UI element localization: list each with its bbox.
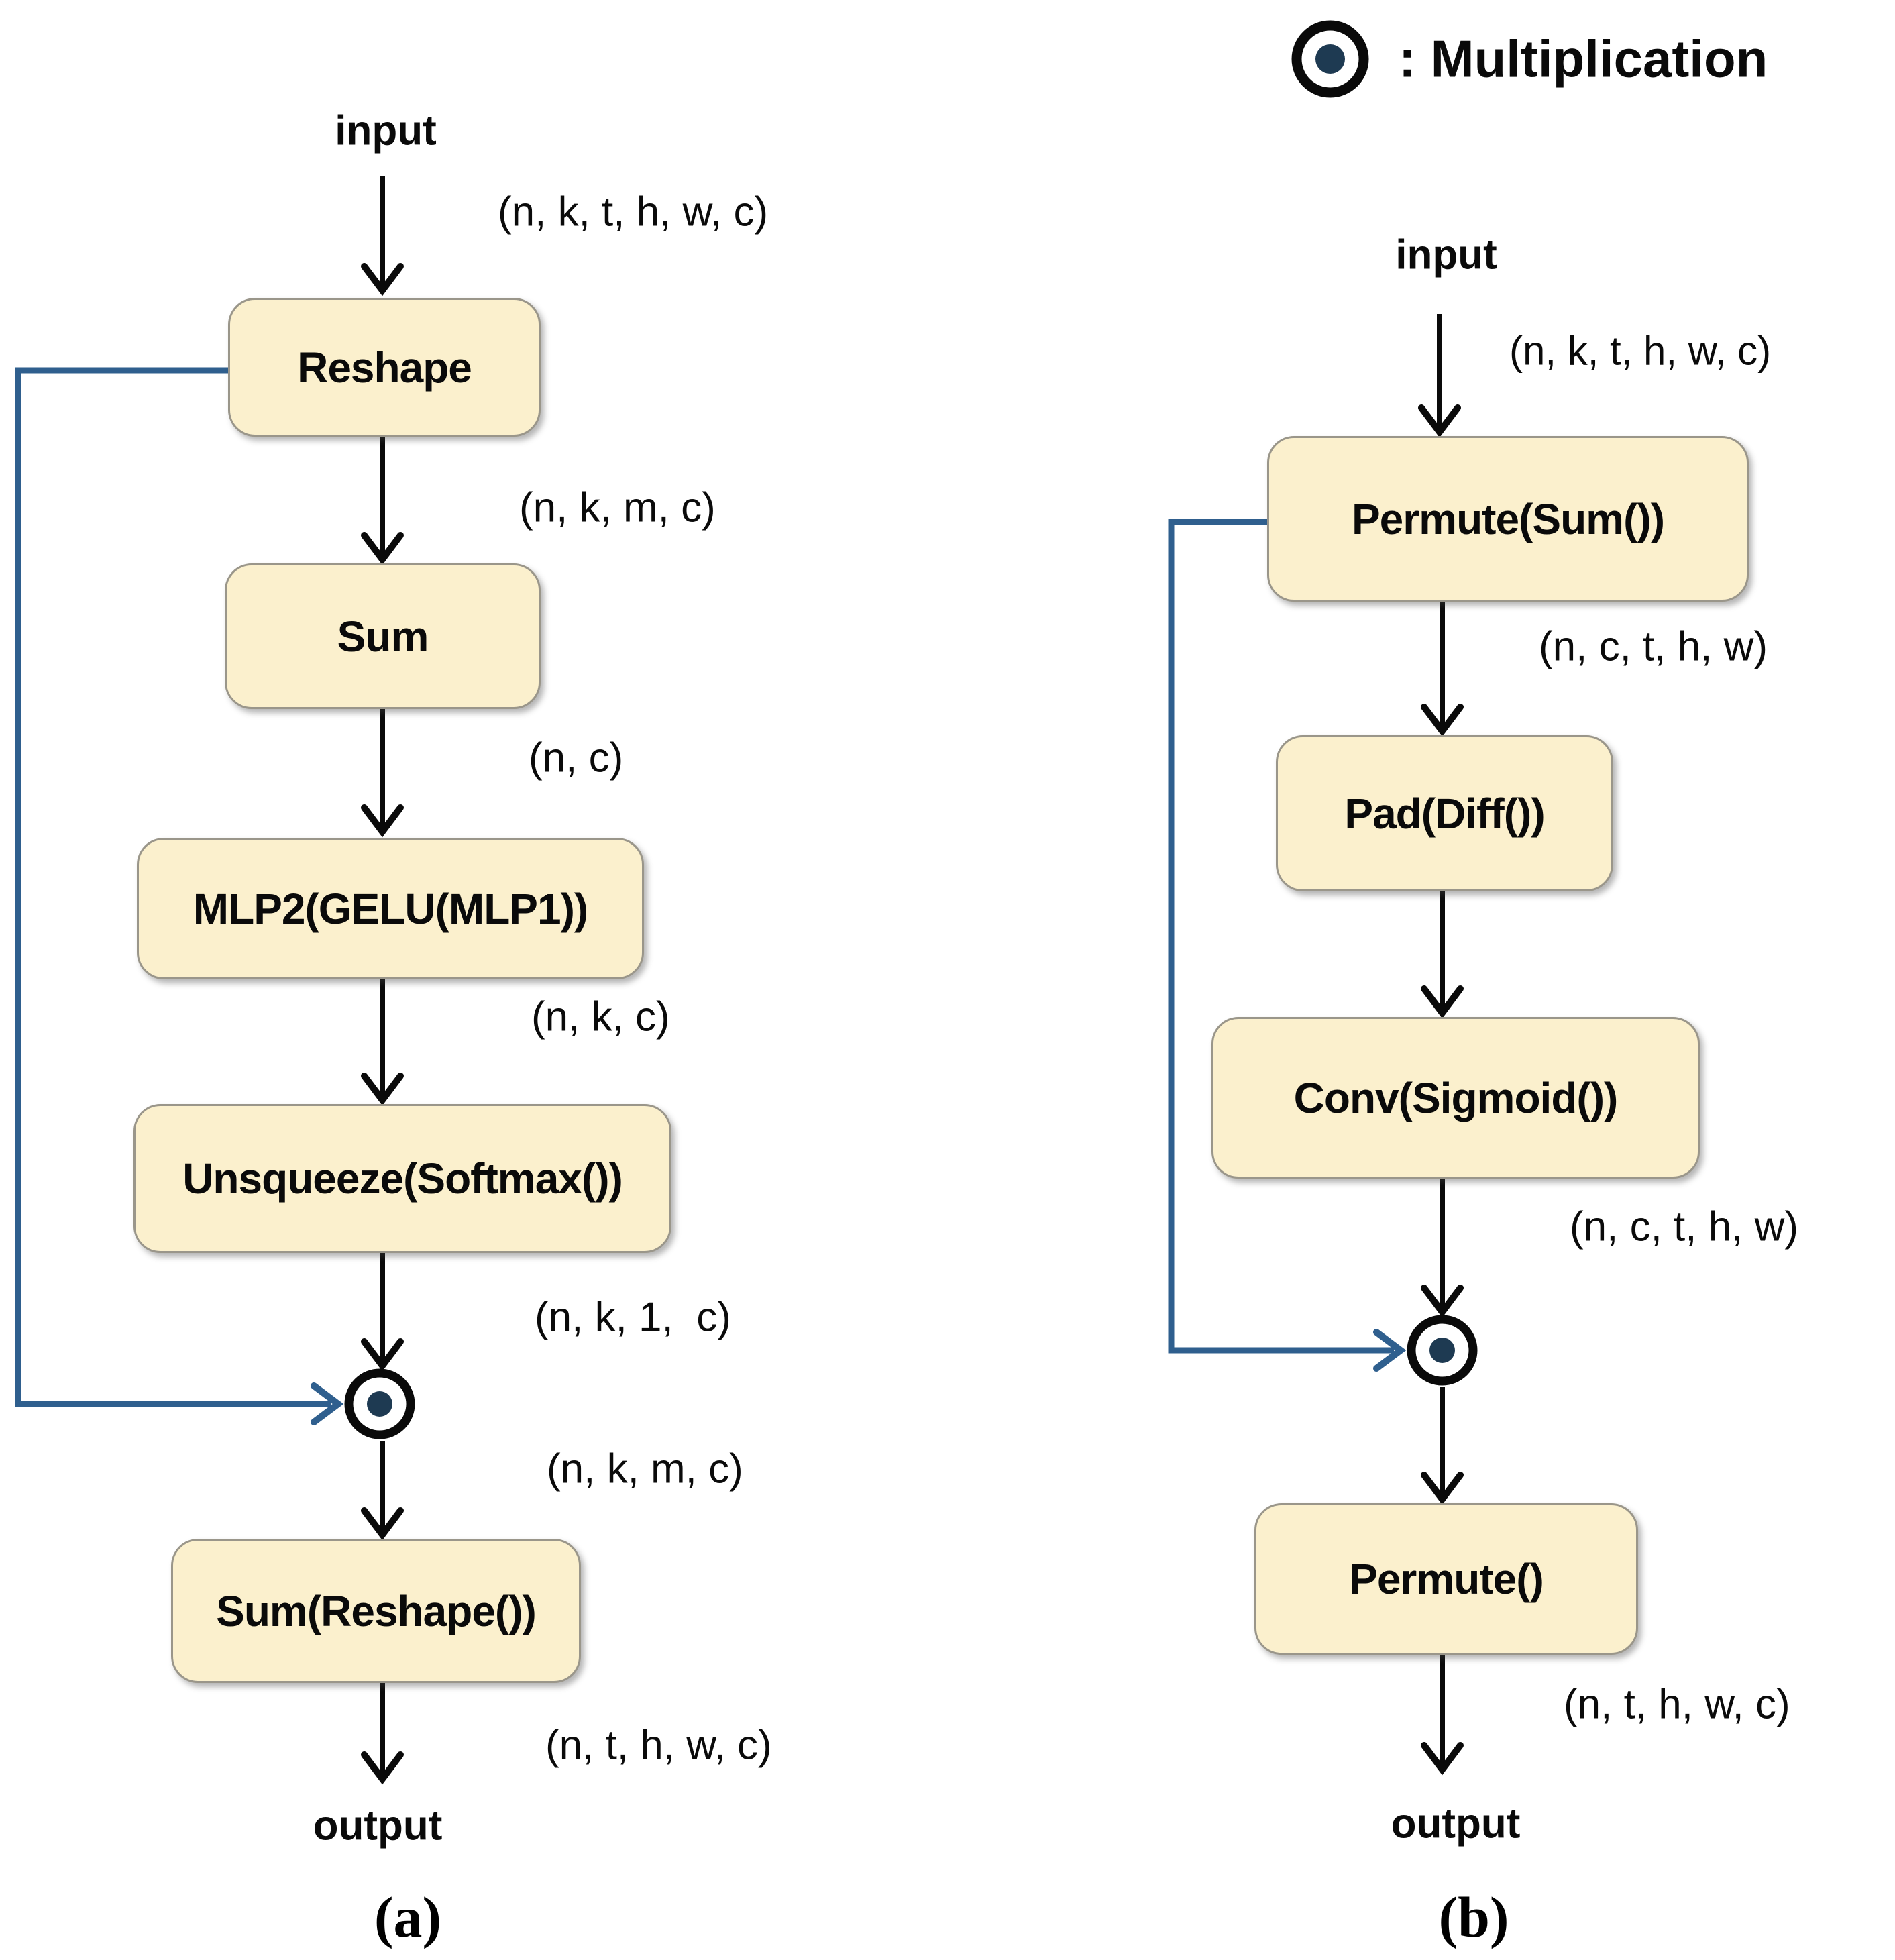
flow-b-input-label: input xyxy=(1395,231,1497,278)
node-label: MLP2(GELU(MLP1)) xyxy=(193,884,588,933)
flow-b-box-permute-sum: Permute(Sum()) xyxy=(1267,436,1749,602)
flow-b-box-pad-diff: Pad(Diff()) xyxy=(1276,735,1613,891)
arrow-head xyxy=(1421,985,1464,1019)
node-label: Sum xyxy=(337,612,429,661)
legend-multiplication-icon xyxy=(1291,20,1369,98)
node-label: Conv(Sigmoid()) xyxy=(1293,1073,1619,1122)
flow-a-dim-5: (n, k, m, c) xyxy=(547,1446,743,1492)
arrow-head xyxy=(361,1338,404,1372)
flow-a-dim-0: (n, k, t, h, w, c) xyxy=(498,188,769,235)
arrow-head xyxy=(361,1073,404,1106)
multiplication-dot xyxy=(367,1391,392,1417)
flow-b-output-label: output xyxy=(1391,1800,1521,1847)
flow-a-input-label: input xyxy=(335,107,437,154)
arrow-head xyxy=(361,1507,404,1541)
arrow-head xyxy=(1418,404,1461,438)
node-label: Pad(Diff()) xyxy=(1344,789,1545,838)
flow-b-dim-3: (n, t, h, w, c) xyxy=(1564,1681,1790,1728)
skip-line xyxy=(15,367,331,1407)
flow-a-caption: (a) xyxy=(374,1885,442,1949)
arrow-head xyxy=(1421,1472,1464,1505)
arrow-head xyxy=(361,263,404,296)
flow-a-box-unsqueeze: Unsqueeze(Softmax()) xyxy=(133,1104,671,1253)
node-label: Permute() xyxy=(1349,1555,1544,1603)
flow-b-dim-0: (n, k, t, h, w, c) xyxy=(1509,328,1772,374)
legend-label: : Multiplication xyxy=(1399,29,1768,89)
arrow-head xyxy=(361,1751,404,1785)
flow-a-dim-3: (n, k, c) xyxy=(531,993,670,1040)
multiplication-node-a xyxy=(344,1368,415,1439)
node-label: Sum(Reshape()) xyxy=(216,1586,537,1635)
flow-a-dim-1: (n, k, m, c) xyxy=(519,484,716,531)
node-label: Unsqueeze(Softmax()) xyxy=(182,1154,623,1203)
flow-a-box-sum: Sum xyxy=(225,563,541,709)
skip-arrow-head xyxy=(311,1382,344,1425)
flow-a-dim-2: (n, c) xyxy=(529,734,624,781)
arrow-head xyxy=(1421,1742,1464,1776)
flow-a-box-reshape: Reshape xyxy=(228,298,541,437)
flow-b-dim-1: (n, c, t, h, w) xyxy=(1539,623,1768,670)
flow-a-dim-6: (n, t, h, w, c) xyxy=(545,1722,772,1769)
node-label: Permute(Sum()) xyxy=(1351,494,1665,543)
flow-b-caption: (b) xyxy=(1438,1885,1509,1949)
multiplication-dot xyxy=(1429,1338,1455,1363)
arrow-head xyxy=(361,532,404,565)
arrow-head xyxy=(361,804,404,838)
arrow-head xyxy=(1421,1285,1464,1318)
multiplication-node-b xyxy=(1407,1315,1478,1386)
flow-b-skip-connection xyxy=(1168,519,1407,1372)
flow-a-skip-connection xyxy=(15,367,344,1425)
skip-line xyxy=(1168,519,1394,1354)
flow-b-arrows xyxy=(1418,314,1464,1776)
flow-b-dim-2: (n, c, t, h, w) xyxy=(1570,1203,1799,1250)
multiplication-dot xyxy=(1315,44,1345,74)
flow-a-arrows xyxy=(361,176,404,1785)
flow-a-dim-4: (n, k, 1, c) xyxy=(535,1294,731,1341)
flow-a-box-mlp: MLP2(GELU(MLP1)) xyxy=(137,838,644,979)
flow-b-box-permute: Permute() xyxy=(1254,1503,1638,1655)
node-label: Reshape xyxy=(297,343,472,392)
flow-a-output-label: output xyxy=(313,1802,443,1849)
skip-arrow-head xyxy=(1373,1329,1407,1372)
arrow-head xyxy=(1421,704,1464,737)
flow-a-box-sum-reshape: Sum(Reshape()) xyxy=(171,1539,581,1683)
flow-b-box-conv-sigmoid: Conv(Sigmoid()) xyxy=(1211,1017,1700,1179)
